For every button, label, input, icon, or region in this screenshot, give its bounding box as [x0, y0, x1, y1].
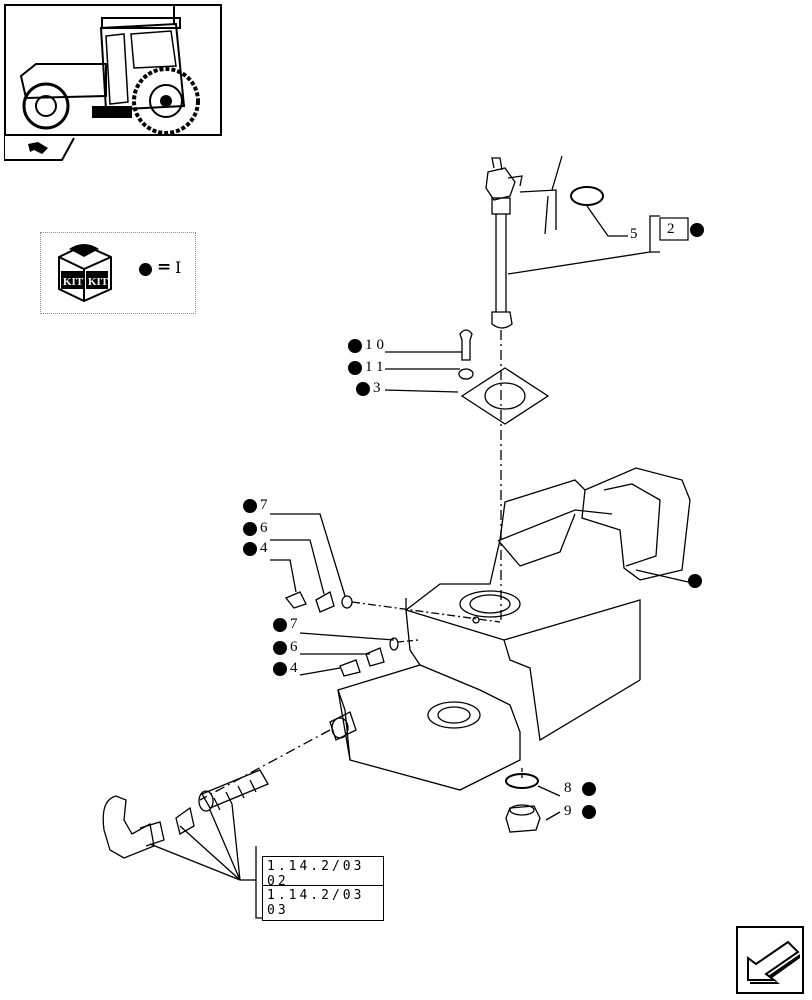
- reference-link-2[interactable]: 1.14.2/03 03: [262, 885, 384, 921]
- callout-11: 11: [365, 359, 388, 375]
- o-ring: [570, 186, 604, 206]
- tractor-icon: [19, 6, 200, 135]
- arrow-icon: [747, 940, 800, 984]
- fuel-level-sender: [485, 155, 563, 329]
- callout-7b: 7: [290, 616, 302, 632]
- callout-5: 5: [630, 226, 642, 242]
- bullet-10: [348, 339, 362, 353]
- bullet-8: [582, 782, 596, 796]
- callout-7a: 7: [260, 497, 272, 513]
- thumbnail-tab: [3, 136, 76, 162]
- tractor-thumbnail: [4, 4, 222, 136]
- bullet-7b: [273, 618, 287, 632]
- bullet-7a: [243, 499, 257, 513]
- bullet-6b: [273, 641, 287, 655]
- callout-4a: 4: [260, 540, 272, 556]
- bullet-2: [690, 223, 704, 237]
- bullet-6a: [243, 522, 257, 536]
- callout-4b: 4: [290, 660, 302, 676]
- bullet-3: [356, 382, 370, 396]
- kit-box-icon: KIT KIT: [58, 243, 112, 303]
- callout-6b: 6: [290, 639, 302, 655]
- bullet-11: [348, 361, 362, 375]
- bullet-9: [582, 805, 596, 819]
- callout-9: 9: [564, 803, 576, 819]
- callout-10: 10: [365, 337, 388, 353]
- bullet-tank: [688, 574, 702, 588]
- bullet-4a: [243, 542, 257, 556]
- kit-value: I: [175, 258, 182, 277]
- bullet-4b: [273, 662, 287, 676]
- callout-2: 2: [667, 221, 679, 237]
- kit-label-1: KIT: [63, 276, 84, 288]
- book-icon: [28, 142, 48, 154]
- bullet-icon: [139, 263, 152, 276]
- next-page-button[interactable]: [736, 926, 804, 994]
- kit-legend: KIT KIT = I: [40, 232, 196, 314]
- kit-label-2: KIT: [88, 276, 109, 288]
- callout-8: 8: [564, 780, 576, 796]
- callout-3: 3: [373, 380, 385, 396]
- equals-sign: =: [157, 257, 172, 277]
- callout-6a: 6: [260, 520, 272, 536]
